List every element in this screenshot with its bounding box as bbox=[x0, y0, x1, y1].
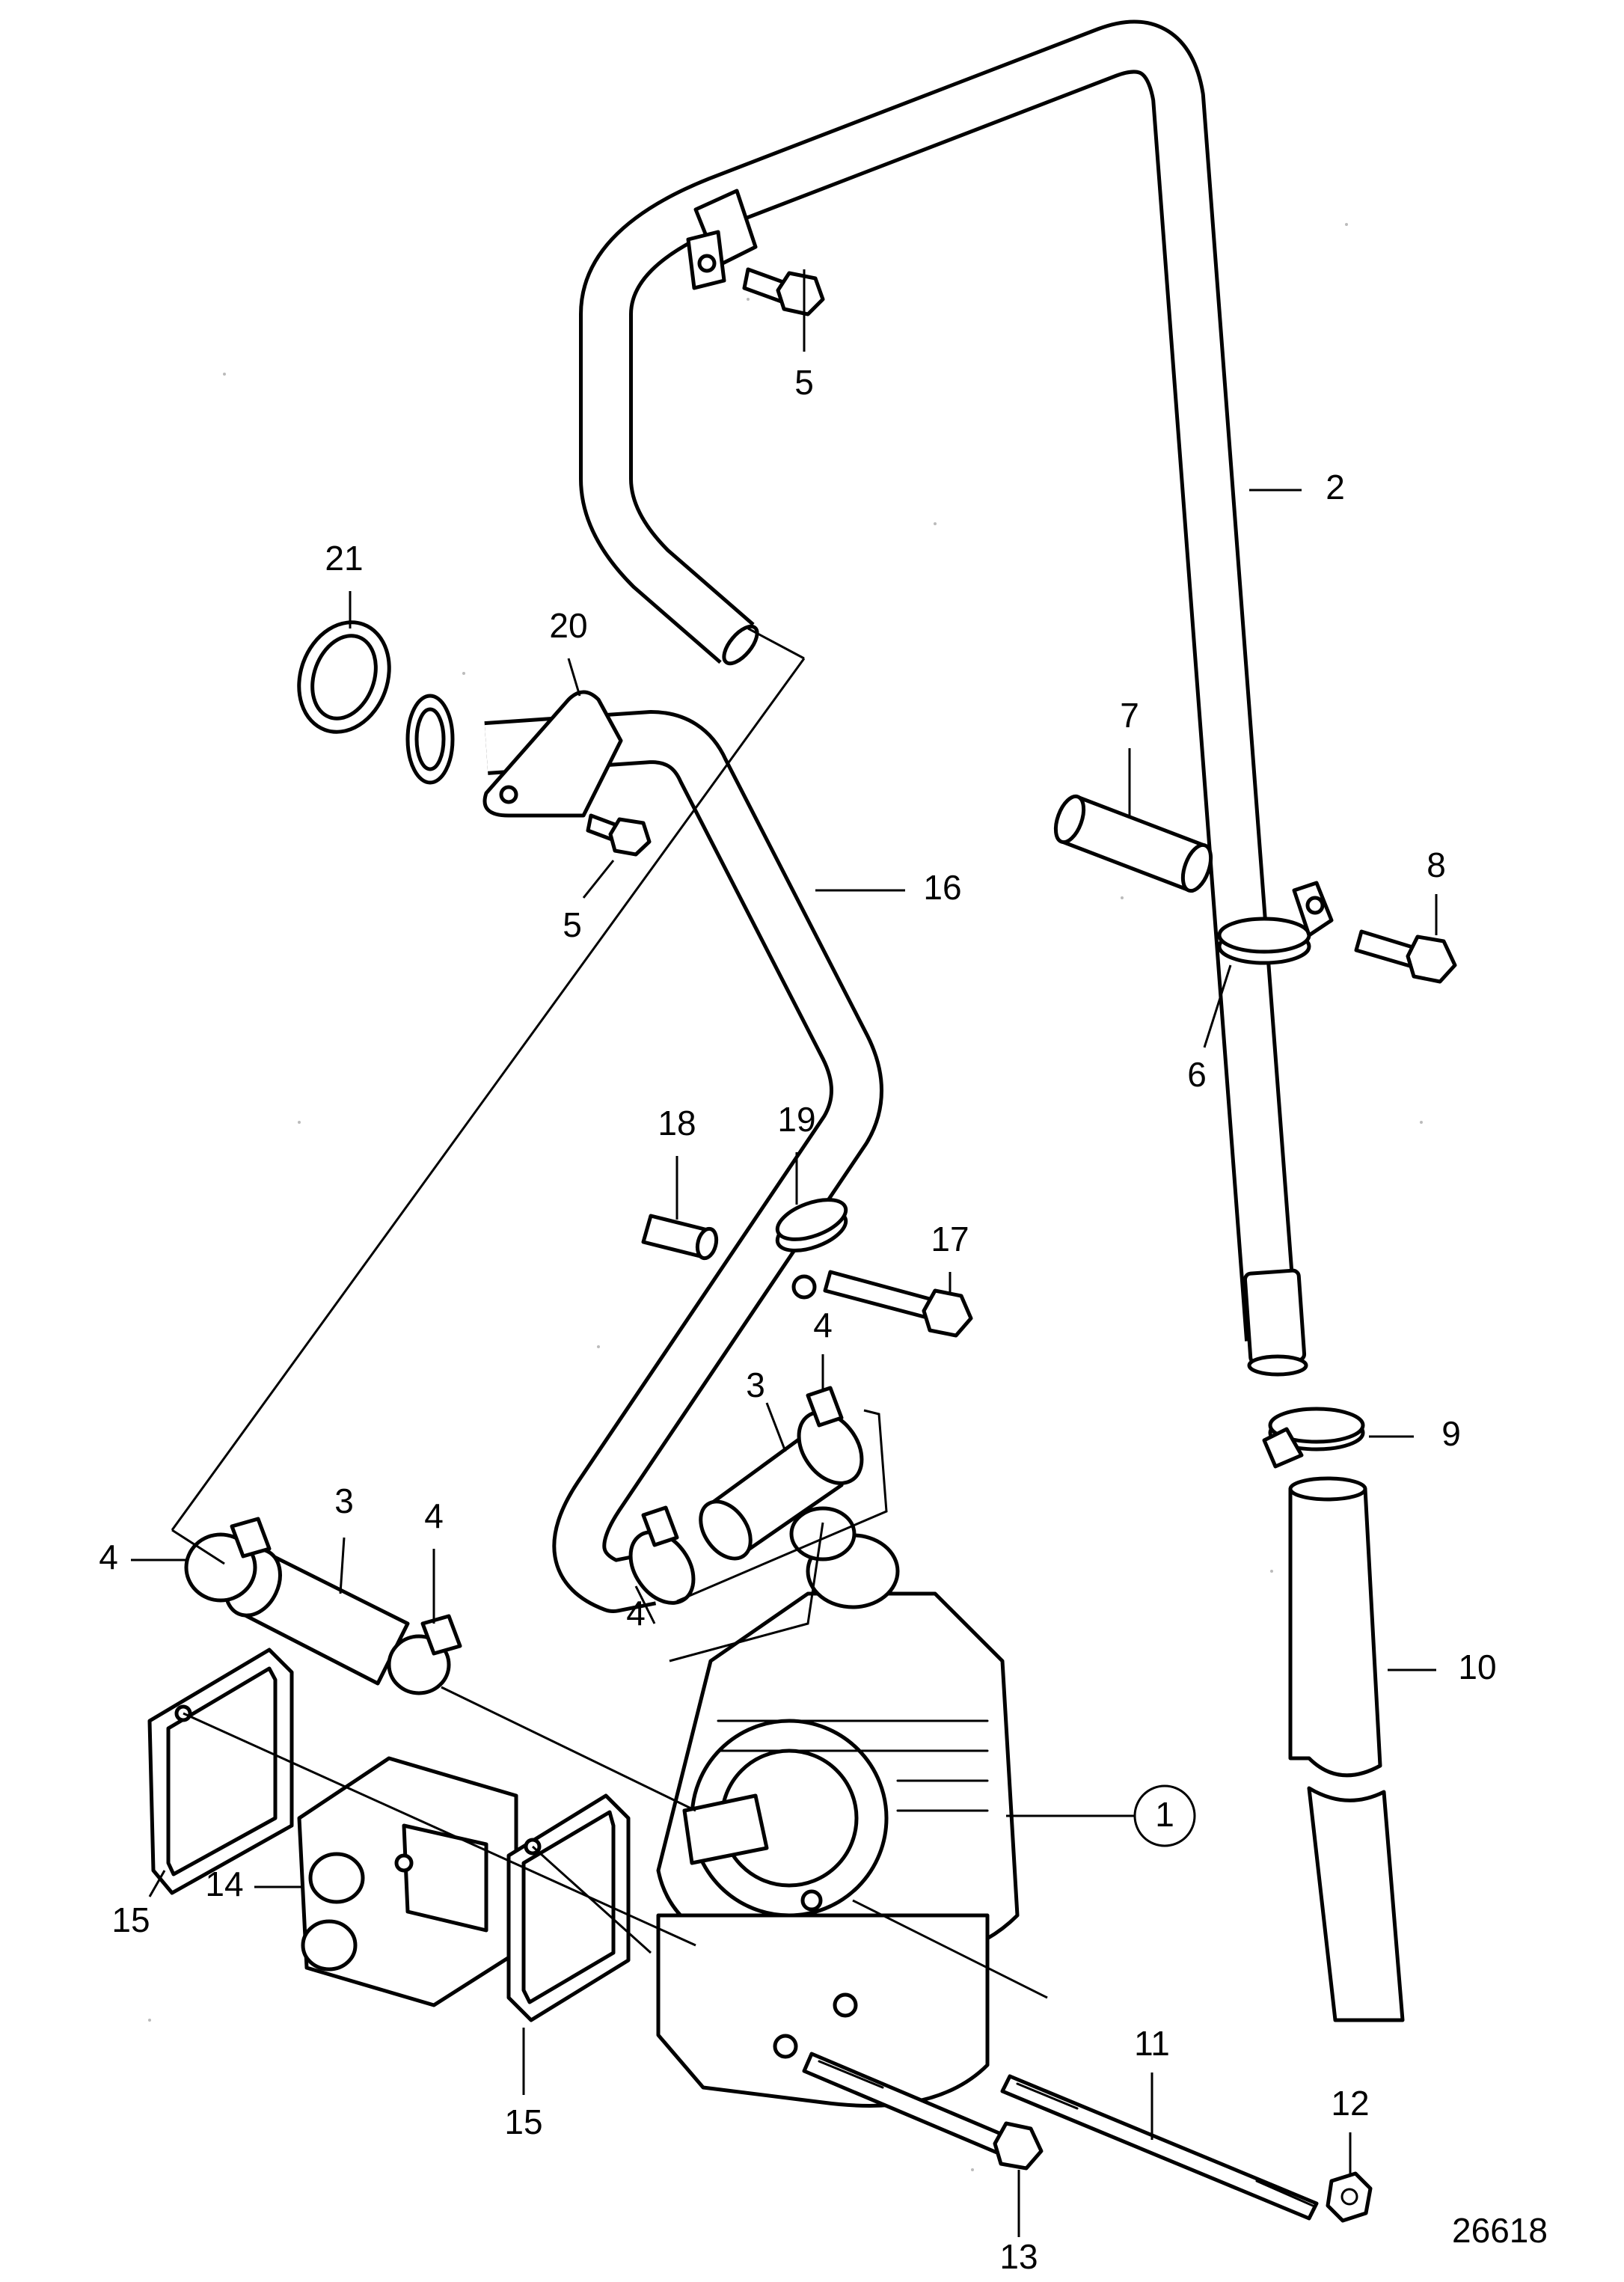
pump-1 bbox=[656, 1506, 1020, 2108]
callout-2: 2 bbox=[1326, 468, 1345, 507]
pipe-2 bbox=[579, 19, 1308, 1377]
grommet-19 bbox=[775, 1198, 848, 1300]
callout-16: 16 bbox=[923, 868, 961, 907]
callout-labels: 1 2 3 3 4 4 4 4 5 5 6 7 8 9 10 11 12 13 … bbox=[99, 363, 1548, 2276]
bolt-13 bbox=[802, 2052, 1044, 2171]
pipe-16 bbox=[405, 694, 883, 1613]
callout-5-middle: 5 bbox=[563, 905, 582, 944]
callout-5-top: 5 bbox=[794, 363, 814, 402]
callout-15-left: 15 bbox=[111, 1900, 150, 1939]
drawing-number: 26618 bbox=[1452, 2211, 1548, 2250]
gasket-15-left bbox=[147, 1648, 294, 1895]
hose-clamp-9 bbox=[1262, 1407, 1365, 1469]
callout-20: 20 bbox=[549, 606, 587, 645]
callout-3-left: 3 bbox=[334, 1481, 354, 1520]
callout-19: 19 bbox=[777, 1100, 815, 1139]
hose-clamp-4-middle bbox=[387, 1614, 462, 1695]
flange-20 bbox=[482, 690, 623, 818]
bolt-8 bbox=[1354, 929, 1457, 984]
bolt-5-middle bbox=[586, 813, 652, 857]
callout-15-right: 15 bbox=[504, 2102, 542, 2141]
callout-3-right: 3 bbox=[746, 1365, 765, 1404]
nut-12 bbox=[1326, 2171, 1373, 2223]
bolt-5-top bbox=[742, 267, 825, 316]
stud-11 bbox=[1000, 2074, 1319, 2221]
callout-1: 1 bbox=[1155, 1795, 1174, 1834]
spacer-7 bbox=[1053, 794, 1213, 893]
spacer-18 bbox=[641, 1214, 719, 1261]
callout-17: 17 bbox=[931, 1220, 969, 1258]
callout-8: 8 bbox=[1427, 845, 1446, 884]
grommet-6 bbox=[1217, 881, 1334, 965]
bolt-17 bbox=[823, 1270, 973, 1338]
callout-6: 6 bbox=[1187, 1055, 1207, 1094]
callout-1-circle bbox=[1133, 1784, 1196, 1847]
callout-4-left: 4 bbox=[99, 1538, 118, 1576]
hose-10 bbox=[1288, 1476, 1405, 2022]
callout-4-upper-right: 4 bbox=[813, 1306, 833, 1345]
callout-10: 10 bbox=[1458, 1648, 1496, 1686]
cover-14 bbox=[297, 1756, 518, 2007]
background-texture bbox=[148, 223, 1423, 2171]
callout-7: 7 bbox=[1120, 696, 1139, 735]
callout-9: 9 bbox=[1441, 1414, 1461, 1453]
callout-12: 12 bbox=[1331, 2084, 1369, 2123]
callout-13: 13 bbox=[999, 2237, 1038, 2276]
callout-4-lower-right: 4 bbox=[626, 1594, 646, 1633]
hose-clamp-4-upper-right bbox=[797, 1386, 864, 1485]
callout-21: 21 bbox=[325, 539, 363, 578]
seal-ring-21 bbox=[297, 620, 391, 734]
hose-clamp-4-lower-right bbox=[628, 1505, 696, 1605]
assembly-guide-lines bbox=[171, 627, 1048, 1999]
pipe-clip-top bbox=[686, 189, 758, 290]
callout-4-middle: 4 bbox=[424, 1496, 444, 1535]
callout-18: 18 bbox=[658, 1104, 696, 1142]
callout-leaders bbox=[131, 269, 1438, 2237]
callout-11: 11 bbox=[1134, 2024, 1170, 2063]
callout-14: 14 bbox=[205, 1865, 243, 1903]
